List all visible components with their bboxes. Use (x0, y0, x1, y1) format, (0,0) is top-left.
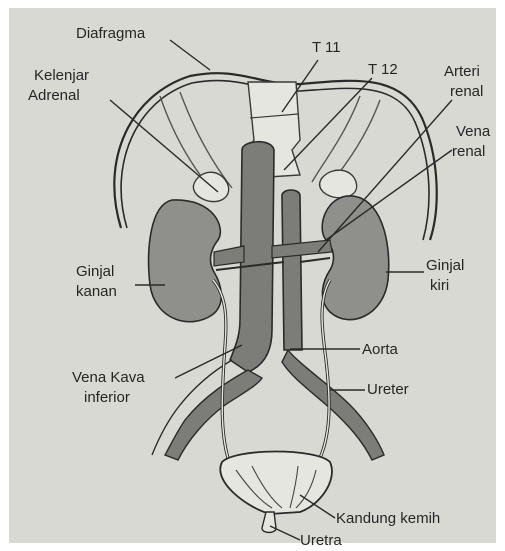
aorta (282, 190, 302, 350)
iliac-kanan (165, 370, 262, 460)
label-arteri-renal-1: Arteri (444, 63, 480, 80)
label-kelenjar-adrenal-1: Kelenjar (34, 67, 89, 84)
rib-right-2 (312, 96, 360, 182)
ginjal-kiri (322, 196, 389, 320)
arteri-renal-kiri (300, 258, 330, 262)
label-ginjal-kanan-2: kanan (76, 283, 117, 300)
kelenjar-adrenal-kiri (320, 170, 357, 198)
uretra (262, 512, 276, 533)
leader-kelenjar-adrenal (110, 100, 218, 192)
label-diafragma: Diafragma (76, 25, 146, 42)
label-aorta: Aorta (362, 341, 399, 358)
ginjal-kanan (149, 200, 222, 322)
label-ginjal-kiri-1: Ginjal (426, 257, 464, 274)
label-ginjal-kiri-2: kiri (430, 277, 449, 294)
leader-uretra (270, 526, 300, 540)
label-t12: T 12 (368, 61, 398, 78)
label-arteri-renal-2: renal (450, 83, 483, 100)
label-vena-renal-1: Vena (456, 123, 491, 140)
label-kelenjar-adrenal-2: Adrenal (28, 87, 80, 104)
vena-renal-kiri (272, 240, 332, 258)
label-uretra: Uretra (300, 532, 342, 549)
iliac-kiri (282, 350, 384, 460)
leader-diafragma (170, 40, 210, 70)
label-ginjal-kanan-1: Ginjal (76, 263, 114, 280)
label-kandung-kemih: Kandung kemih (336, 510, 440, 527)
label-ureter: Ureter (367, 381, 409, 398)
vena-renal-kanan (214, 246, 244, 266)
label-vena-renal-2: renal (452, 143, 485, 160)
label-t11: T 11 (312, 39, 341, 56)
label-vena-kava-2: inferior (84, 389, 130, 406)
label-vena-kava-1: Vena Kava (72, 369, 145, 386)
